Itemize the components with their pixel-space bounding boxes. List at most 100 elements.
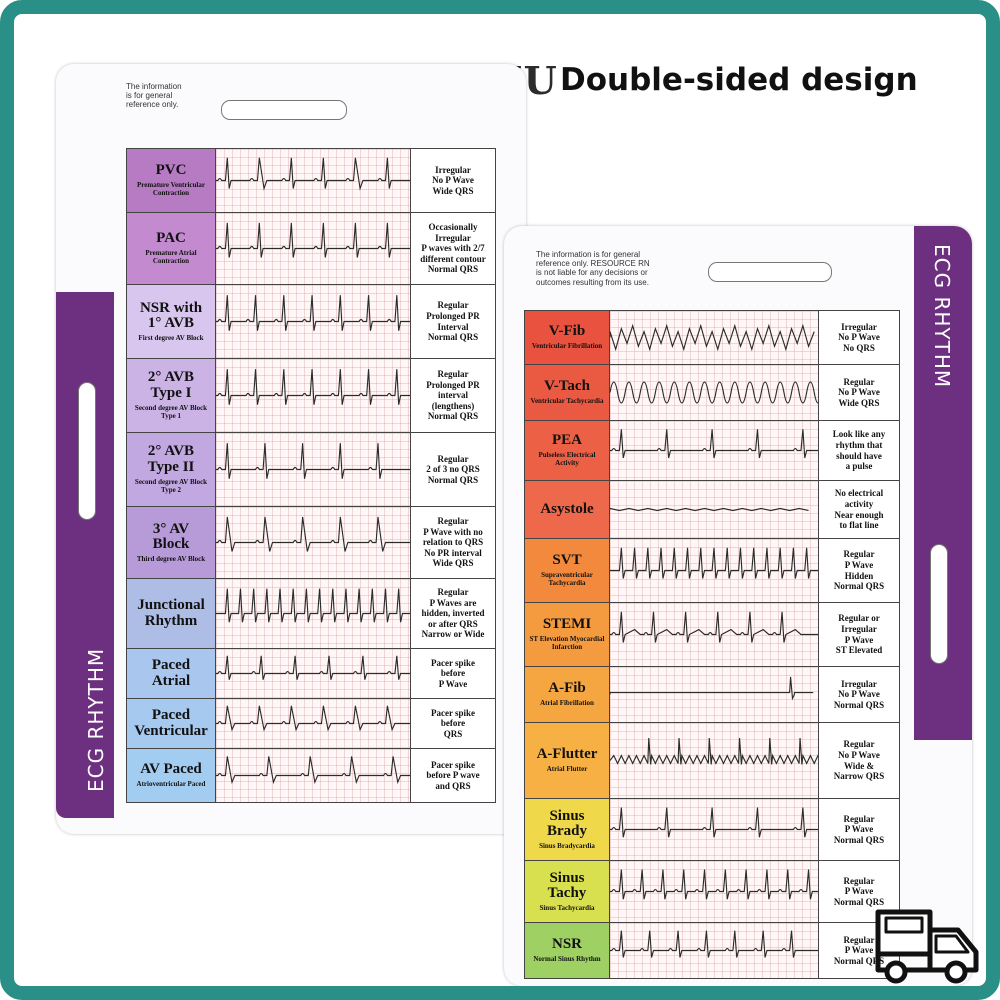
- ecg-trace: [610, 381, 818, 404]
- ecg-strip: [216, 579, 411, 648]
- rhythm-criteria: Regular P Wave Hidden Normal QRS: [819, 539, 899, 602]
- rhythm-subtitle: First degree AV Block: [138, 334, 204, 343]
- ecg-strip: [610, 311, 819, 364]
- delivery-truck-icon: [875, 909, 979, 984]
- rhythm-subtitle: Normal Sinus Rhythm: [533, 955, 601, 964]
- rhythm-criteria: Look like any rhythm that should have a …: [819, 421, 899, 480]
- ecg-strip: [610, 667, 819, 722]
- rhythm-name: 2° AVB Type II: [147, 443, 195, 476]
- rhythm-criteria: Pacer spike before QRS: [411, 699, 495, 748]
- rhythm-criteria: Regular No P Wave Wide QRS: [819, 365, 899, 420]
- rhythm-name: NSR: [551, 936, 582, 953]
- ecg-waveform: [610, 381, 818, 404]
- rhythm-criteria: Pacer spike before P wave and QRS: [411, 749, 495, 802]
- rhythm-subtitle: Pulseless Electrical Activity: [538, 450, 596, 468]
- disclaimer-note: The information is for general reference…: [126, 82, 182, 110]
- rhythm-name-cell: Asystole: [525, 481, 610, 538]
- rhythm-name: PVC: [155, 162, 187, 179]
- rhythm-name: Asystole: [540, 500, 594, 517]
- ecg-trace: [216, 295, 410, 331]
- tagline: Double-sided design: [560, 62, 918, 98]
- rhythm-name: PAC: [156, 230, 186, 247]
- side-band: ECG RHYTHM: [56, 292, 114, 818]
- rhythm-criteria: Irregular No P Wave Normal QRS: [819, 667, 899, 722]
- rhythm-criteria: No electrical activity Near enough to fl…: [819, 481, 899, 538]
- rhythm-criteria: Regular P Wave Normal QRS: [819, 861, 899, 922]
- lanyard-slot: [221, 100, 347, 120]
- ecg-trace: [216, 222, 410, 258]
- ecg-waveform: [216, 588, 410, 623]
- rhythm-name: Paced Ventricular: [134, 706, 208, 739]
- rhythm-name: PEA: [552, 432, 582, 449]
- rhythm-name: 3° AV Block: [152, 520, 190, 553]
- rhythm-name: V-Fib: [548, 323, 586, 340]
- rhythm-name: A-Fib: [548, 680, 586, 697]
- ecg-trace: [216, 756, 410, 785]
- rhythm-name-cell: Paced Atrial: [127, 649, 216, 698]
- ecg-trace: [610, 737, 818, 765]
- rhythm-subtitle: Atrial Flutter: [546, 765, 588, 774]
- ecg-strip: [610, 923, 819, 978]
- rhythm-subtitle: Second degree AV Block Type 2: [134, 477, 208, 495]
- ecg-strip: [610, 365, 819, 420]
- ecg-waveform: [610, 807, 818, 838]
- ecg-trace: [216, 157, 410, 191]
- ecg-trace: [610, 930, 818, 958]
- rhythm-subtitle: Sinus Tachycardia: [539, 904, 595, 913]
- ecg-card-front: The information is for general reference…: [56, 64, 526, 834]
- rhythm-criteria: Irregular No P Wave Wide QRS: [411, 149, 495, 212]
- ecg-trace: [216, 369, 410, 405]
- rhythm-subtitle: Premature Ventricular Contraction: [137, 180, 205, 198]
- ecg-waveform: [216, 157, 410, 191]
- rhythm-criteria: Regular or Irregular P Wave ST Elevated: [819, 603, 899, 666]
- ecg-waveform: [610, 737, 818, 765]
- ecg-strip: [610, 603, 819, 666]
- ecg-waveform: [610, 507, 809, 512]
- rhythm-criteria: Irregular No P Wave No QRS: [819, 311, 899, 364]
- ecg-waveform: [216, 443, 410, 479]
- rhythm-name: Sinus Brady: [546, 807, 587, 840]
- ecg-waveform: [610, 869, 818, 900]
- rhythm-criteria: Pacer spike before P Wave: [411, 649, 495, 698]
- rhythm-subtitle: Ventricular Tachycardia: [530, 397, 604, 406]
- rhythm-criteria: Regular P Wave with no relation to QRS N…: [411, 507, 495, 578]
- rhythm-subtitle: ST Elevation Myocardial Infarction: [529, 634, 605, 652]
- rhythm-subtitle: Supraventricular Tachycardia: [541, 570, 593, 588]
- ecg-strip: [216, 359, 411, 432]
- rhythm-row: Asystole No electrical activity Near enou…: [524, 480, 900, 539]
- ecg-trace: [610, 323, 815, 352]
- ecg-strip: [216, 749, 411, 802]
- ecg-waveform: [216, 295, 410, 331]
- clip-slot: [930, 544, 948, 664]
- rhythm-name: NSR with 1° AVB: [139, 299, 203, 332]
- ecg-strip: [216, 213, 411, 284]
- ecg-strip: [216, 285, 411, 358]
- ecg-strip: [610, 723, 819, 798]
- lanyard-slot: [708, 262, 832, 282]
- rhythm-name: Sinus Tachy: [547, 869, 587, 902]
- rhythm-name-cell: Paced Ventricular: [127, 699, 216, 748]
- rhythm-subtitle: Premature Atrial Contraction: [145, 248, 197, 266]
- rhythm-name: AV Paced: [140, 761, 202, 778]
- rhythm-name: V-Tach: [544, 378, 590, 395]
- rhythm-subtitle: Atrial Fibrillation: [540, 699, 594, 708]
- ecg-waveform: [610, 429, 818, 459]
- ecg-trace: [216, 443, 410, 479]
- rhythm-criteria: Occasionally Irregular P waves with 2/7 …: [411, 213, 495, 284]
- ecg-waveform: [216, 756, 410, 785]
- ecg-waveform: [216, 222, 410, 258]
